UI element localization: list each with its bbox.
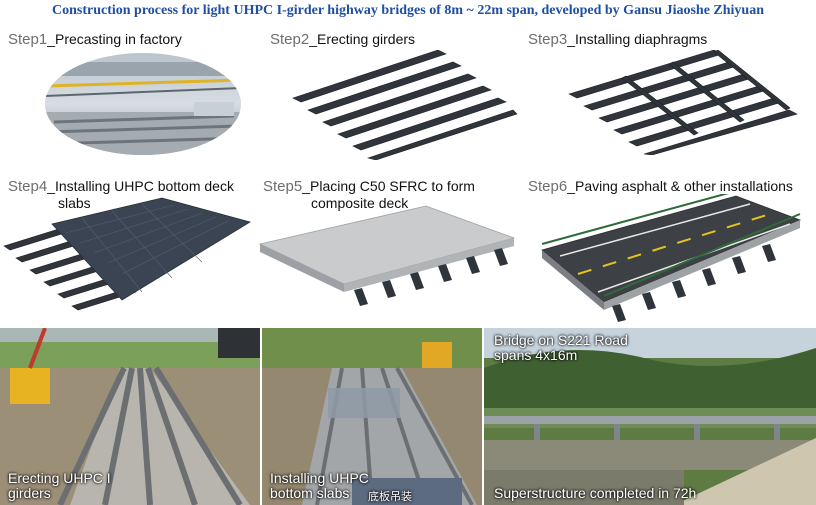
bridge-caption-line2: spans 4x16m [494,347,578,363]
step1-label: Step1_Precasting in factory [8,31,182,48]
step2-number: Step2 [270,31,310,48]
installing-caption-line1: Installing UHPC [270,470,369,486]
erecting-caption-line2: girders [8,485,51,501]
step5-text: _Placing C50 SFRC to form [302,178,475,194]
step1-number: Step1 [8,31,48,48]
step6-text: _Paving asphalt & other installations [567,178,793,194]
diaphragms-diagram [568,50,798,155]
step3-number: Step3 [528,31,568,48]
girders-diagram [292,50,518,160]
step5-text-line2: composite deck [311,195,409,211]
installing-slabs-photo: Installing UHPC bottom slabs 底板吊装 [262,328,482,505]
figure-title: Construction process for light UHPC I-gi… [51,3,765,18]
paved-deck-diagram [541,194,802,322]
installing-caption-line2: bottom slabs [270,485,350,501]
step5-label: Step5_Placing C50 SFRC to form composite… [263,178,475,211]
bottom-slabs-diagram [3,197,252,311]
step3-label: Step3_Installing diaphragms [528,31,707,48]
step4-number: Step4 [8,178,48,195]
completed-bridge-photo: Bridge on S221 Road spans 4x16m Superstr… [484,328,816,505]
bridge-caption-line1: Bridge on S221 Road [494,332,628,348]
step1-text: _Precasting in factory [47,31,182,47]
slab-sign-text: 底板吊装 [368,491,412,503]
erecting-caption-line1: Erecting UHPC I [8,470,111,486]
factory-photo [45,53,241,155]
step6-number: Step6 [528,178,568,195]
composite-deck-diagram [258,205,516,306]
step2-text: _Erecting girders [309,31,416,47]
step3-text: _Installing diaphragms [567,31,708,47]
erecting-girders-photo: Erecting UHPC I girders [0,328,260,505]
step4-text: _Installing UHPC bottom deck [47,178,234,194]
step4-text-line2: slabs [58,195,91,211]
step2-label: Step2_Erecting girders [270,31,415,48]
step6-label: Step6_Paving asphalt & other installatio… [528,178,793,195]
step5-number: Step5 [263,178,303,195]
step4-label: Step4_Installing UHPC bottom deck slabs [8,178,234,211]
bridge-caption-line3: Superstructure completed in 72h [494,485,697,501]
